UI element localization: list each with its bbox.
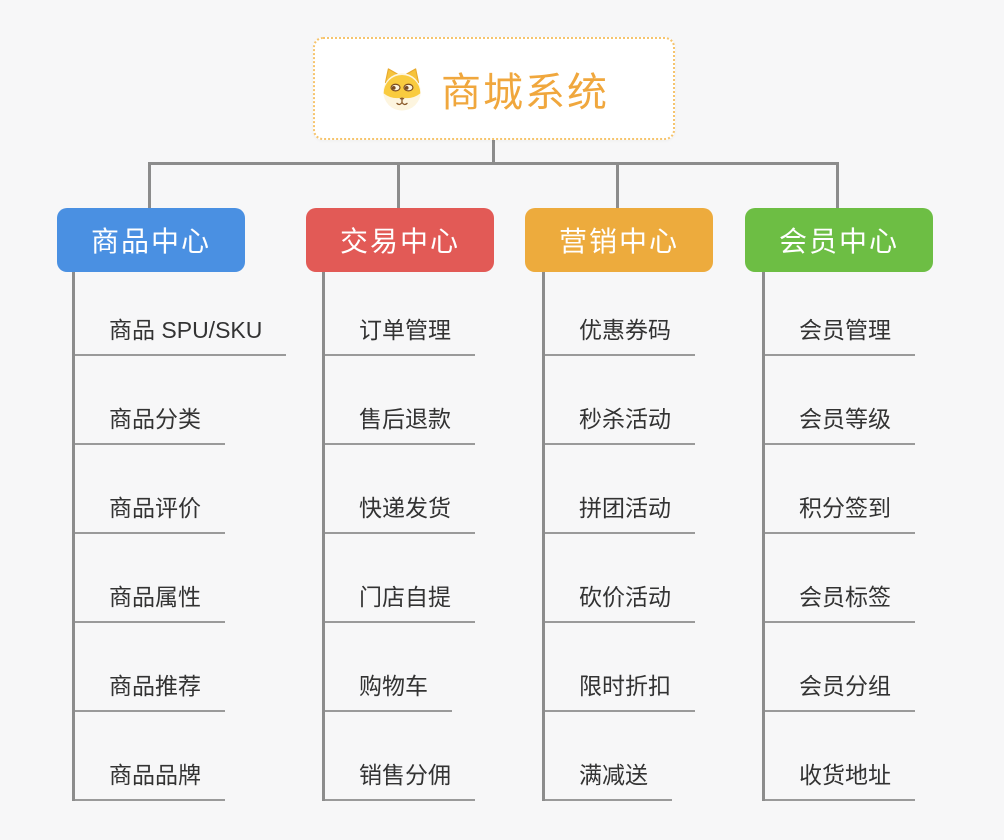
leaf-row: 商品品牌 [75,712,286,801]
branch-node-member-center[interactable]: 会员中心 [745,208,933,272]
leaf-row: 门店自提 [325,534,475,623]
leaf-node[interactable]: 会员分组 [765,667,915,712]
leaf-row: 商品分类 [75,356,286,445]
leaf-row: 商品评价 [75,445,286,534]
leaf-row: 商品 SPU/SKU [75,272,287,356]
leaf-node[interactable]: 收货地址 [765,756,915,801]
leaf-node[interactable]: 快递发货 [325,489,475,534]
leaf-row: 砍价活动 [545,534,695,623]
branch-node-marketing-center[interactable]: 营销中心 [525,208,713,272]
leaf-row: 销售分佣 [325,712,475,801]
leaf-node[interactable]: 秒杀活动 [545,400,695,445]
connector-bus [148,162,839,165]
leaf-node[interactable]: 销售分佣 [325,756,475,801]
leaf-node[interactable]: 满减送 [545,756,672,801]
leaf-row: 会员等级 [765,356,915,445]
leaf-row: 会员分组 [765,623,915,712]
leaf-node[interactable]: 会员管理 [765,311,915,356]
leaf-row: 快递发货 [325,445,475,534]
leaf-row: 积分签到 [765,445,915,534]
branch-label: 营销中心 [558,226,679,257]
branch-node-trade-center[interactable]: 交易中心 [306,208,494,272]
leaf-node[interactable]: 砍价活动 [545,578,695,623]
leaf-node[interactable]: 商品分类 [75,400,225,445]
leaf-row: 拼团活动 [545,445,695,534]
connector-drop-member [836,162,839,209]
leaf-column-trade: 订单管理 售后退款 快递发货 门店自提 购物车 销售分佣 [322,272,475,801]
branch-label: 商品中心 [90,226,211,257]
branch-label: 会员中心 [778,226,899,257]
leaf-row: 商品属性 [75,534,286,623]
branch-node-product-center[interactable]: 商品中心 [57,208,245,272]
leaf-node[interactable]: 会员标签 [765,578,915,623]
leaf-node[interactable]: 积分签到 [765,489,915,534]
leaf-row: 订单管理 [325,272,475,356]
leaf-row: 会员标签 [765,534,915,623]
leaf-node[interactable]: 商品 SPU/SKU [75,311,287,356]
leaf-row: 商品推荐 [75,623,286,712]
leaf-node[interactable]: 限时折扣 [545,667,695,712]
leaf-node[interactable]: 商品品牌 [75,756,225,801]
leaf-row: 满减送 [545,712,695,801]
leaf-row: 限时折扣 [545,623,695,712]
leaf-node[interactable]: 订单管理 [325,311,475,356]
leaf-node[interactable]: 购物车 [325,667,452,712]
dog-face-icon [383,67,421,111]
leaf-node[interactable]: 门店自提 [325,578,475,623]
root-node[interactable]: 商城系统 [313,37,675,140]
leaf-row: 会员管理 [765,272,915,356]
leaf-column-product: 商品 SPU/SKU 商品分类 商品评价 商品属性 商品推荐 商品品牌 [72,272,287,801]
connector-drop-trade [397,162,400,209]
leaf-node[interactable]: 售后退款 [325,400,475,445]
leaf-node[interactable]: 商品属性 [75,578,225,623]
leaf-row: 收货地址 [765,712,915,801]
leaf-row: 秒杀活动 [545,356,695,445]
connector-drop-marketing [616,162,619,209]
branch-label: 交易中心 [339,226,460,257]
leaf-row: 优惠券码 [545,272,695,356]
leaf-node[interactable]: 拼团活动 [545,489,695,534]
leaf-column-member: 会员管理 会员等级 积分签到 会员标签 会员分组 收货地址 [762,272,915,801]
leaf-node[interactable]: 优惠券码 [545,311,695,356]
connector-root-stem [492,140,495,163]
leaf-node[interactable]: 会员等级 [765,400,915,445]
connector-drop-product [148,162,151,209]
leaf-node[interactable]: 商品推荐 [75,667,225,712]
root-title: 商城系统 [441,70,609,115]
leaf-row: 购物车 [325,623,475,712]
leaf-node[interactable]: 商品评价 [75,489,225,534]
leaf-column-marketing: 优惠券码 秒杀活动 拼团活动 砍价活动 限时折扣 满减送 [542,272,695,801]
leaf-row: 售后退款 [325,356,475,445]
